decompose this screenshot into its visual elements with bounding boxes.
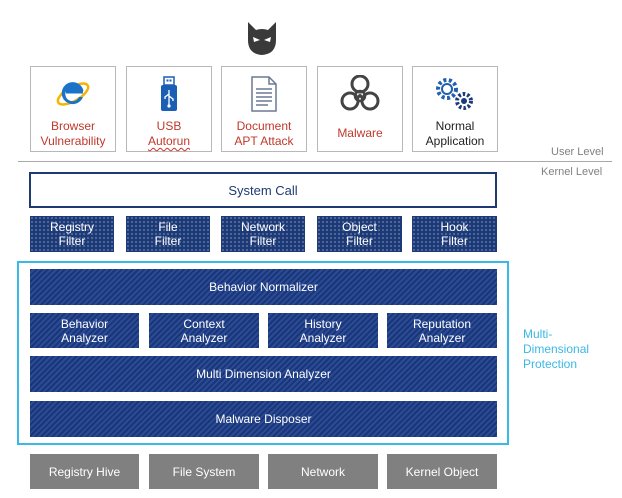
reputation-analyzer-box: Reputation Analyzer (387, 313, 497, 348)
network-filter-box: Network Filter (221, 216, 305, 252)
history-analyzer-box: History Analyzer (268, 313, 378, 348)
malware-disposer-bar: Malware Disposer (30, 401, 497, 437)
hook-filter-box: Hook Filter (412, 216, 497, 252)
ie-browser-icon (31, 75, 115, 113)
level-divider (18, 161, 612, 162)
threat-label: Normal Application (425, 119, 485, 148)
cat-logo-icon (245, 20, 279, 56)
threat-label: Browser Vulnerability (40, 119, 106, 148)
document-apt-attack-card: Document APT Attack (221, 66, 307, 152)
registry-hive-box: Registry Hive (30, 454, 139, 489)
behavior-analyzer-box: Behavior Analyzer (30, 313, 139, 348)
file-system-box: File System (149, 454, 259, 489)
network-box: Network (268, 454, 378, 489)
system-call-box: System Call (29, 172, 497, 208)
usb-icon (127, 75, 211, 113)
kernel-level-label: Kernel Level (541, 166, 603, 178)
normal-application-card: Normal Application (412, 66, 498, 152)
gears-icon (413, 75, 497, 113)
multi-dimension-analyzer-bar: Multi Dimension Analyzer (30, 356, 497, 392)
biohazard-icon (318, 75, 402, 113)
context-analyzer-box: Context Analyzer (149, 313, 259, 348)
multi-dimensional-protection-label: Multi- Dimensional Protection (523, 327, 590, 371)
kernel-object-box: Kernel Object (387, 454, 497, 489)
object-filter-box: Object Filter (317, 216, 402, 252)
multi-dimensional-protection-frame (17, 261, 509, 445)
behavior-normalizer-bar: Behavior Normalizer (30, 269, 497, 305)
user-level-label: User Level (551, 146, 604, 158)
registry-filter-box: Registry Filter (30, 216, 114, 252)
threat-label: Malware (337, 126, 383, 140)
usb-label-line: Autorun (147, 134, 191, 148)
usb-autorun-card: USB Autorun (126, 66, 212, 152)
browser-vulnerability-card: Browser Vulnerability (30, 66, 116, 152)
threat-label: USB Autorun (129, 119, 209, 149)
document-icon (222, 75, 306, 113)
threat-label: Document APT Attack (234, 119, 294, 148)
file-filter-box: File Filter (126, 216, 210, 252)
usb-label-line: USB (156, 119, 182, 133)
malware-card: Malware (317, 66, 403, 152)
